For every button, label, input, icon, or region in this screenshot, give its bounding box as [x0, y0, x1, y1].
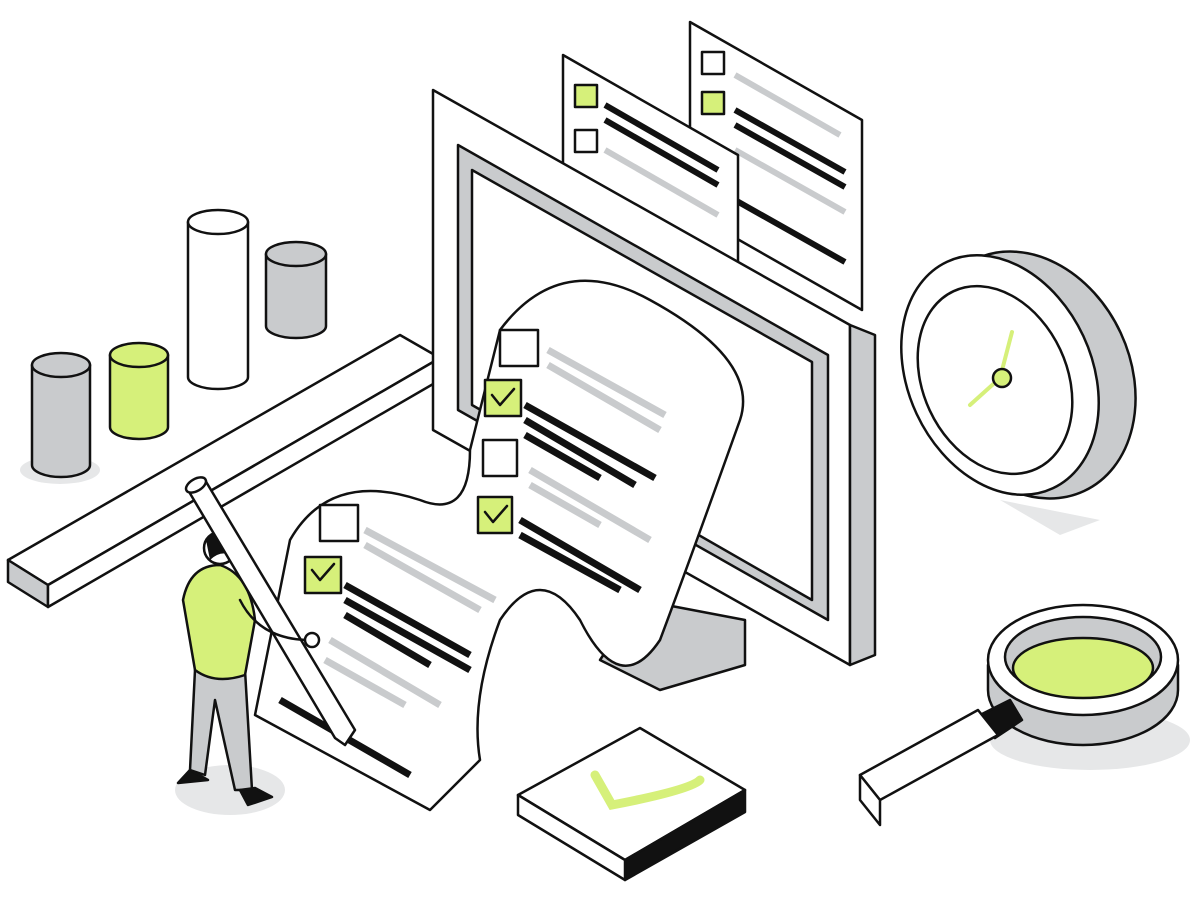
cylinders-icon: [20, 208, 328, 484]
person-with-pencil: [175, 476, 357, 815]
checkmark-box-icon: [516, 726, 747, 882]
checklist-scroll: [253, 279, 745, 812]
ruler-icon: [6, 333, 442, 609]
clock-icon: [900, 250, 1137, 535]
magnifying-glass-icon: [858, 603, 1190, 827]
